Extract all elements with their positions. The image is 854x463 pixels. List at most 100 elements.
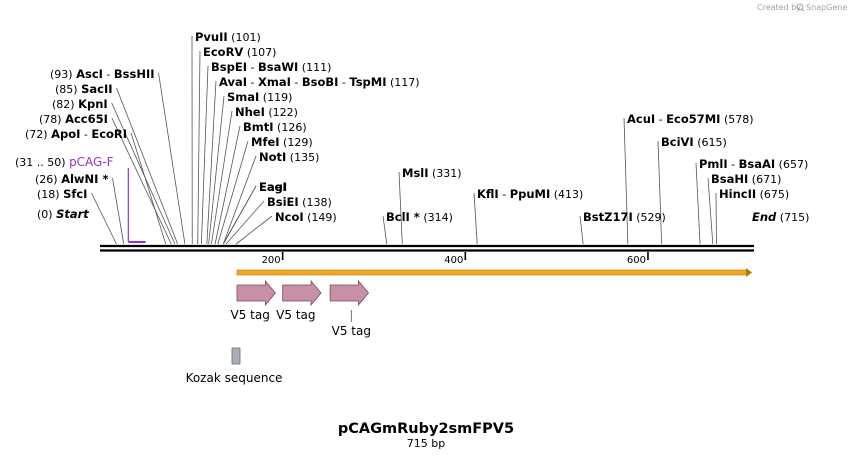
feature-v5-tag-3[interactable]: V5 tag bbox=[330, 281, 371, 338]
feature-arrow-icon bbox=[283, 281, 321, 305]
site-position: (85) bbox=[55, 83, 81, 96]
site-label: (26) AlwNI * bbox=[35, 172, 108, 186]
site-position: (119) bbox=[259, 91, 292, 104]
site-label: BciVI (615) bbox=[661, 135, 727, 149]
map-title: pCAGmRuby2smFPV5 715 bp bbox=[338, 421, 514, 450]
site-position: (413) bbox=[550, 188, 583, 201]
site-position: (107) bbox=[243, 46, 276, 59]
site-position: (138) bbox=[299, 196, 332, 209]
site-bsahi[interactable]: BsaHI (671) bbox=[711, 172, 781, 186]
site-leader-alwni bbox=[112, 178, 123, 244]
credit-prefix: Created by bbox=[757, 3, 801, 12]
site-name: KpnI bbox=[78, 97, 108, 111]
site-asci-bsshii[interactable]: (93) AscI - BssHII bbox=[50, 67, 155, 81]
feature-kozak-sequence-4[interactable]: Kozak sequence bbox=[186, 348, 283, 385]
feature-v5-tag-2[interactable]: V5 tag bbox=[276, 281, 321, 322]
site-kfli-ppumi[interactable]: KflI - PpuMI (413) bbox=[477, 187, 583, 201]
primer-name: pCAG-F bbox=[69, 155, 114, 169]
site-label: PmlI - BsaAI (657) bbox=[699, 157, 808, 171]
site-pvuii[interactable]: PvuII (101) bbox=[195, 30, 261, 44]
site-position: (72) bbox=[25, 128, 51, 141]
primer-label[interactable]: (31 .. 50) pCAG-F bbox=[15, 155, 114, 169]
site-noti[interactable]: NotI (135) bbox=[259, 150, 319, 164]
site-bcli[interactable]: BclI * (314) bbox=[386, 210, 453, 224]
site-name: BsoBI bbox=[302, 75, 339, 89]
site-smai[interactable]: SmaI (119) bbox=[227, 90, 292, 104]
site-label: End (715) bbox=[752, 210, 809, 224]
tick-label-400: 400 bbox=[444, 255, 463, 266]
site-eagi[interactable]: EagI bbox=[259, 180, 287, 194]
site-start[interactable]: (0) Start bbox=[37, 207, 89, 221]
site-label: EagI bbox=[259, 180, 287, 194]
feature-box-icon bbox=[232, 348, 240, 364]
site-leader-ncoi bbox=[236, 216, 272, 244]
site-position: (675) bbox=[756, 188, 789, 201]
site-msli[interactable]: MslI (331) bbox=[402, 166, 462, 180]
site-position: (615) bbox=[694, 136, 727, 149]
site-separator: - bbox=[655, 113, 666, 126]
ruler: 200 400 600 bbox=[262, 252, 648, 266]
site-label: BspEI - BsaWI (111) bbox=[211, 60, 331, 74]
site-position: (715) bbox=[776, 211, 809, 224]
site-position: (529) bbox=[633, 211, 666, 224]
site-label: PvuII (101) bbox=[195, 30, 261, 44]
site-alwni[interactable]: (26) AlwNI * bbox=[35, 172, 108, 186]
site-hincii[interactable]: HincII (675) bbox=[719, 187, 789, 201]
site-bmti[interactable]: BmtI (126) bbox=[243, 120, 307, 134]
site-position: (117) bbox=[387, 76, 420, 89]
site-leader-sacii bbox=[117, 88, 178, 244]
site-label: SmaI (119) bbox=[227, 90, 292, 104]
site-leader-acui bbox=[624, 118, 628, 244]
site-leader-mfei bbox=[218, 141, 248, 244]
site-name: PvuII bbox=[195, 30, 228, 44]
site-leader-eagi bbox=[223, 186, 256, 244]
site-label: (93) AscI - BssHII bbox=[50, 67, 155, 81]
site-acui-eco57mi[interactable]: AcuI - Eco57MI (578) bbox=[627, 112, 754, 126]
feature-label: V5 tag bbox=[276, 308, 315, 322]
site-mfei[interactable]: MfeI (129) bbox=[251, 135, 313, 149]
site-bcivi[interactable]: BciVI (615) bbox=[661, 135, 727, 149]
site-ecorv[interactable]: EcoRV (107) bbox=[203, 45, 276, 59]
site-label: EcoRV (107) bbox=[203, 45, 276, 59]
site-position: (126) bbox=[274, 121, 307, 134]
site-label: KflI - PpuMI (413) bbox=[477, 187, 583, 201]
site-bspei-bsawi[interactable]: BspEI - BsaWI (111) bbox=[211, 60, 331, 74]
credit: Created by SnapGene bbox=[757, 3, 847, 12]
site-apoi-ecori[interactable]: (72) ApoI - EcoRI bbox=[25, 127, 127, 141]
site-sacii[interactable]: (85) SacII bbox=[55, 82, 113, 96]
site-label: (78) Acc65I bbox=[39, 112, 108, 126]
site-bsiei[interactable]: BsiEI (138) bbox=[267, 195, 332, 209]
site-name: NheI bbox=[235, 105, 265, 119]
site-avai-xmai-bsobi-tspmi[interactable]: AvaI - XmaI - BsoBI - TspMI (117) bbox=[219, 75, 420, 89]
site-pmli-bsaai[interactable]: PmlI - BsaAI (657) bbox=[699, 157, 808, 171]
site-leader-apoi bbox=[131, 133, 166, 244]
site-name: Acc65I bbox=[65, 112, 108, 126]
site-kpni[interactable]: (82) KpnI bbox=[52, 97, 108, 111]
site-label: (85) SacII bbox=[55, 82, 113, 96]
tick-label-600: 600 bbox=[627, 255, 646, 266]
site-position: (671) bbox=[748, 173, 781, 186]
site-leader-ecorv bbox=[198, 51, 200, 244]
site-bstz17i[interactable]: BstZ17I (529) bbox=[583, 210, 666, 224]
credit-brand: SnapGene bbox=[806, 3, 847, 12]
site-name: MslI bbox=[402, 166, 429, 180]
site-acc65i[interactable]: (78) Acc65I bbox=[39, 112, 108, 126]
site-leader-kpni bbox=[112, 103, 175, 244]
site-name: KflI bbox=[477, 187, 499, 201]
site-ncoi[interactable]: NcoI (149) bbox=[275, 210, 337, 224]
site-leader-bspei bbox=[201, 66, 208, 244]
site-end[interactable]: End (715) bbox=[752, 210, 809, 224]
tick-label-200: 200 bbox=[262, 255, 281, 266]
sequence-backbone bbox=[100, 246, 754, 251]
site-sfci[interactable]: (18) SfcI bbox=[37, 187, 87, 201]
feature-v5-tag-1[interactable]: V5 tag bbox=[231, 281, 276, 322]
site-labels: (0) Start (18) SfcI(26) AlwNI * (72) ApoI … bbox=[25, 30, 809, 224]
site-leader-asci bbox=[159, 73, 185, 244]
site-position: (314) bbox=[420, 211, 453, 224]
orf-bar[interactable] bbox=[237, 270, 747, 275]
site-label: AvaI - XmaI - BsoBI - TspMI (117) bbox=[219, 75, 420, 89]
site-name: AcuI bbox=[627, 112, 655, 126]
site-nhei[interactable]: NheI (122) bbox=[235, 105, 298, 119]
site-label: (82) KpnI bbox=[52, 97, 108, 111]
orf-arrowhead-icon bbox=[746, 268, 752, 277]
